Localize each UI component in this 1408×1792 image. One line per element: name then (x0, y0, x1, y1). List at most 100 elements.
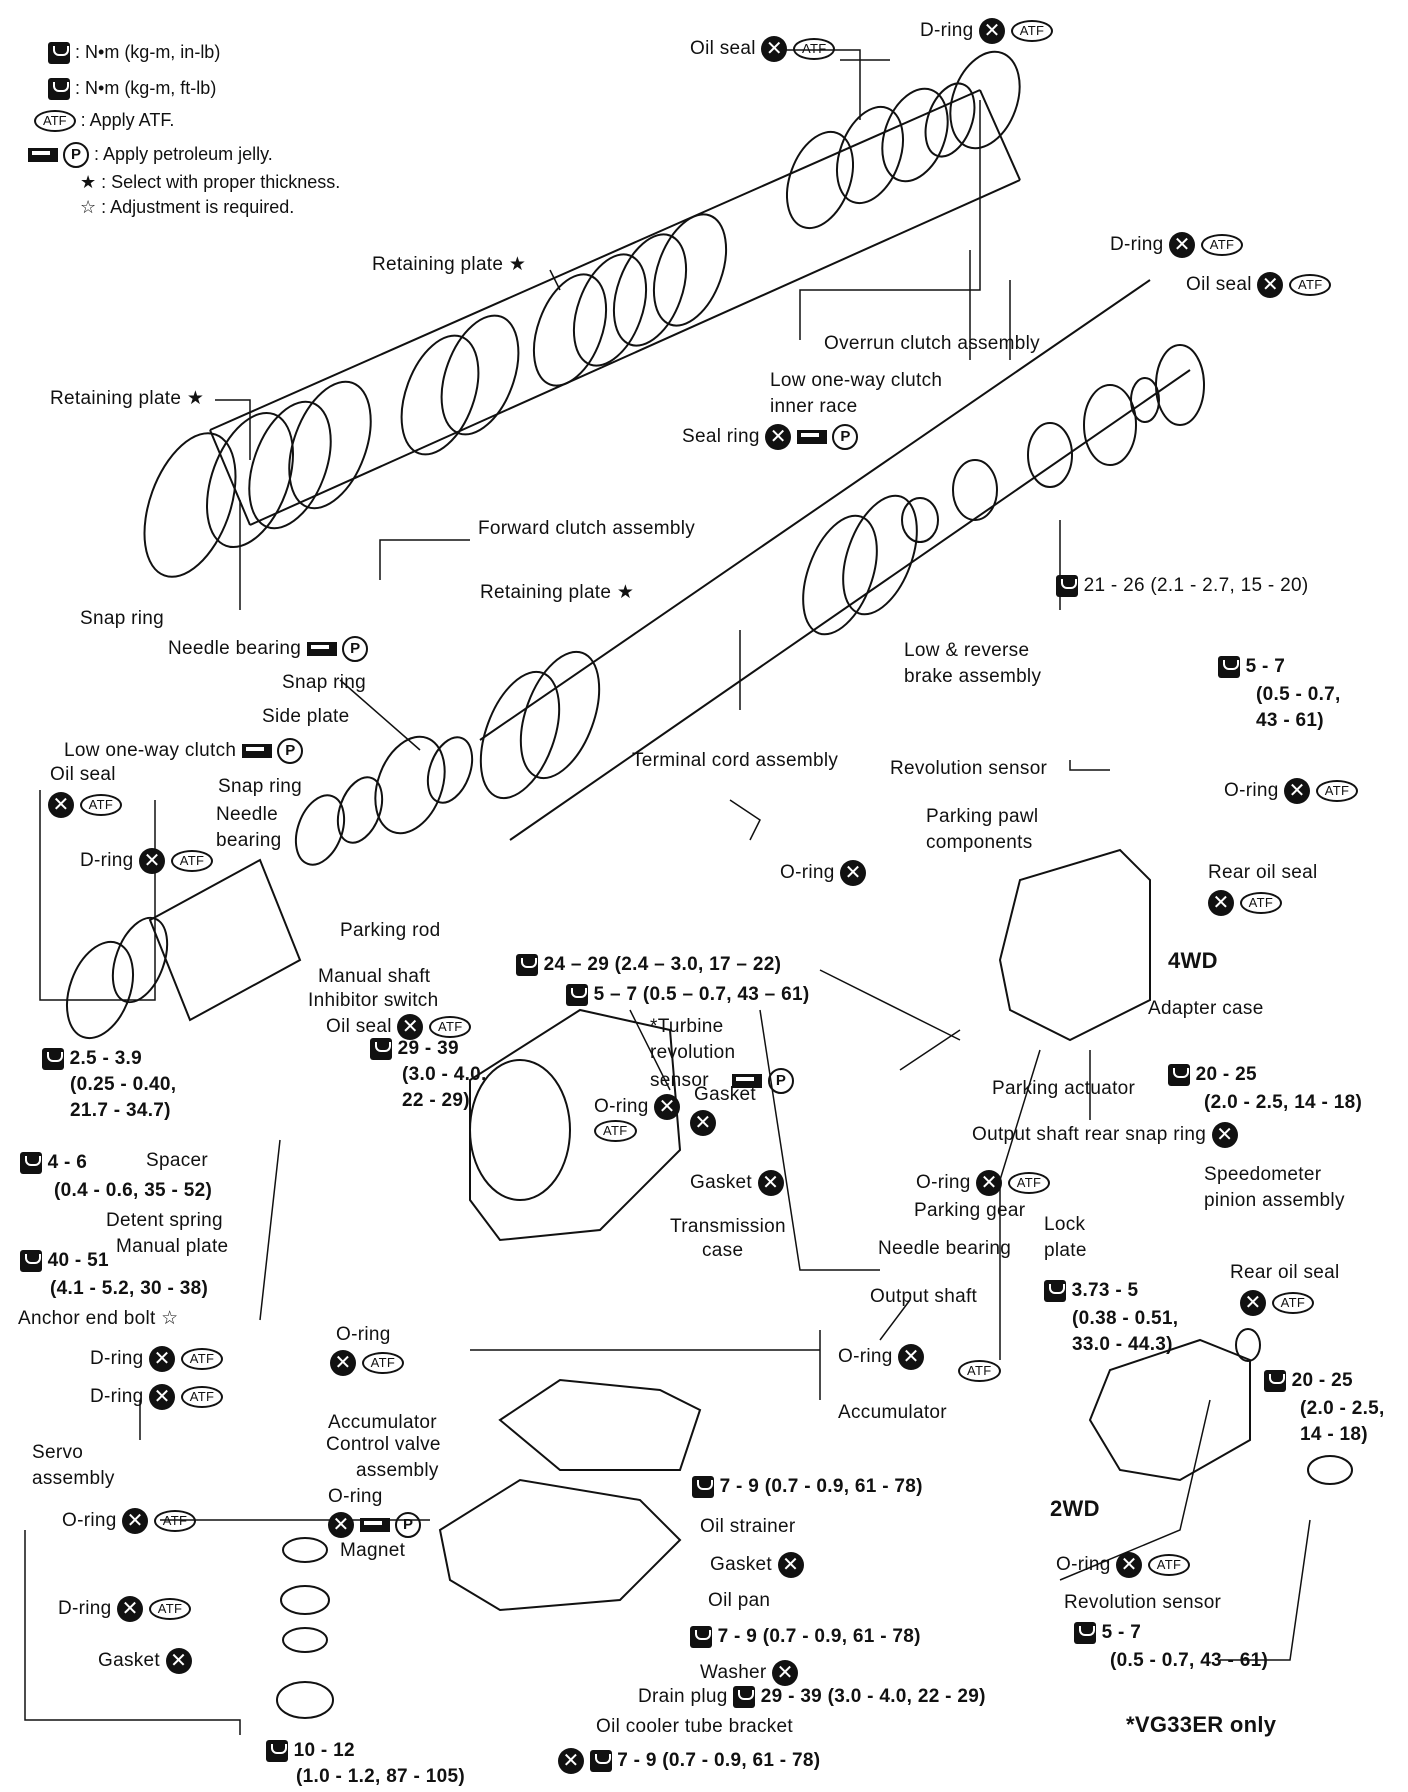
text: Gasket (98, 1650, 160, 1672)
label-speedometer-1: Speedometer (1204, 1164, 1322, 1185)
label-gasket-4: Gasket ✕ (98, 1648, 192, 1674)
label-spacer: Spacer (146, 1150, 209, 1171)
label-snap-ring-1: Snap ring (80, 608, 165, 629)
label-d-ring-left: D-ring ✕ ATF (80, 848, 214, 874)
text: Washer (700, 1662, 767, 1684)
text: sensor (650, 1070, 709, 1092)
label-anchor-end-bolt: Anchor end bolt ☆ (18, 1308, 179, 1329)
text: Oil seal (690, 38, 756, 60)
label-torque-7-9-a: 7 - 9 (0.7 - 0.9, 61 - 78) (692, 1476, 923, 1498)
control-valve-part (498, 1378, 702, 1471)
atf-icon: ATF (361, 1352, 405, 1374)
no-reuse-icon: ✕ (1169, 232, 1196, 258)
atf-icon: ATF (1315, 780, 1359, 802)
text: Drain plug (638, 1686, 728, 1708)
label-oil-seal-left: Oil seal (50, 764, 116, 785)
label-o-ring-5: O-ring (336, 1324, 391, 1345)
atf-icon: ATF (170, 850, 214, 872)
text: Needle bearing (168, 638, 302, 660)
no-reuse-icon: ✕ (149, 1384, 176, 1410)
petroleum-p-icon: P (395, 1512, 422, 1538)
atf-icon: ATF (153, 1510, 197, 1532)
label-parking-rod: Parking rod (340, 920, 441, 941)
text: 10 - 12 (293, 1740, 355, 1762)
transmission-case-part (469, 1008, 682, 1242)
no-reuse-icon: ✕ (757, 1170, 784, 1196)
clutch-disc (288, 380, 372, 510)
label-control-valve-2: assembly (356, 1460, 439, 1481)
atf-icon: ATF (180, 1386, 224, 1408)
atf-icon: ATF (958, 1360, 1001, 1382)
retaining-plate-part (206, 411, 294, 549)
low-reverse-disc (802, 514, 878, 636)
text: 29 - 39 (3.0 - 4.0, 22 - 29) (760, 1686, 986, 1708)
torque-wrench-icon (516, 954, 538, 976)
clutch-disc (652, 213, 728, 327)
text: Gasket (694, 1084, 756, 1105)
label-needle-bearing-1: Needle bearing P (168, 636, 369, 662)
label-o-ring-4: O-ring ✕ ATF (916, 1170, 1051, 1196)
rear-extension-part (1088, 1338, 1251, 1482)
label-gasket-2: Gasket ✕ (690, 1170, 784, 1196)
text: 20 - 25 (1291, 1370, 1353, 1392)
atf-icon: ATF (148, 1598, 192, 1620)
text: 24 – 29 (2.4 – 3.0, 17 – 22) (543, 954, 782, 976)
label-gasket-1-mark: ✕ (690, 1110, 716, 1136)
inner-race-part (952, 459, 998, 521)
adapter-case-part (998, 848, 1151, 1042)
text: 5 – 7 (0.5 – 0.7, 43 – 61) (593, 984, 810, 1006)
label-oil-seal-top: Oil seal ✕ ATF (690, 36, 836, 62)
label-drain-plug: Drain plug 29 - 39 (3.0 - 4.0, 22 - 29) (638, 1686, 986, 1708)
text: Seal ring (682, 426, 760, 448)
label-accumulator-1: Accumulator (328, 1412, 437, 1433)
torque-wrench-icon (266, 1740, 288, 1762)
label-o-ring-7: O-ring (328, 1486, 383, 1507)
servo-cover (276, 1681, 334, 1719)
torque-wrench-icon (1264, 1370, 1286, 1392)
torque-wrench-icon (1218, 656, 1240, 678)
label-oil-cooler-bracket: Oil cooler tube bracket (596, 1716, 793, 1737)
atf-icon: ATF (34, 110, 76, 133)
label-torque-5-7-top-3: 43 - 61) (1256, 710, 1324, 731)
atf-icon: ATF (1271, 1292, 1315, 1314)
text: 3.73 - 5 (1071, 1280, 1139, 1302)
torque-wrench-icon (733, 1686, 756, 1708)
petroleum-jelly-icon (28, 148, 58, 162)
label-o-ring-2: O-ring ✕ (780, 860, 867, 886)
atf-icon: ATF (428, 1016, 472, 1038)
label-output-snap-ring: Output shaft rear snap ring ✕ (972, 1122, 1238, 1148)
label-snap-ring-3: Snap ring (218, 776, 303, 797)
text: D-ring (58, 1598, 112, 1620)
label-gasket-1: Gasket (694, 1084, 756, 1106)
label-rear-oil-seal-1: Rear oil seal (1208, 862, 1318, 883)
atf-icon: ATF (79, 794, 123, 816)
label-torque-2-5: 2.5 - 3.9 (42, 1048, 142, 1070)
label-d-ring-top: D-ring ✕ ATF (920, 18, 1054, 44)
hollow-star-icon: ☆ (80, 197, 97, 217)
text: Oil seal (326, 1016, 392, 1038)
text: O-ring (780, 862, 835, 884)
label-turbine-3: sensor P (650, 1068, 795, 1094)
label-retaining-plate-2: Retaining plate ★ (50, 388, 205, 409)
label-manual-shaft: Manual shaft (318, 966, 431, 987)
snap-ring-small (336, 776, 384, 844)
label-torque-10-12-2: (1.0 - 1.2, 87 - 105) (296, 1766, 465, 1787)
label-inhibitor-switch: Inhibitor switch (308, 990, 439, 1011)
atf-icon: ATF (594, 1120, 637, 1142)
label-torque-20-25-a: 20 - 25 (1168, 1064, 1257, 1086)
legend-text: : Select with proper thickness. (101, 172, 341, 192)
legend-text: : Apply petroleum jelly. (94, 143, 273, 164)
label-revolution-sensor-2: Revolution sensor (1064, 1592, 1222, 1613)
atf-icon: ATF (1010, 20, 1054, 42)
text: 29 - 39 (397, 1038, 459, 1060)
label-o-ring-8: O-ring ✕ ATF (62, 1508, 197, 1534)
label-torque-40-51-2: (4.1 - 5.2, 30 - 38) (50, 1278, 209, 1299)
text: 40 - 51 (47, 1250, 109, 1272)
label-overrun-clutch: Overrun clutch assembly (824, 333, 1040, 354)
label-oil-seal-mid: Oil seal ✕ ATF (326, 1014, 472, 1040)
no-reuse-icon: ✕ (397, 1014, 424, 1040)
legend-text: : Adjustment is required. (101, 197, 295, 217)
label-rear-oil-seal-2-marks: ✕ ATF (1240, 1290, 1315, 1316)
label-low-one-way-inner-2: inner race (770, 396, 858, 417)
bearing-right (1083, 384, 1137, 466)
